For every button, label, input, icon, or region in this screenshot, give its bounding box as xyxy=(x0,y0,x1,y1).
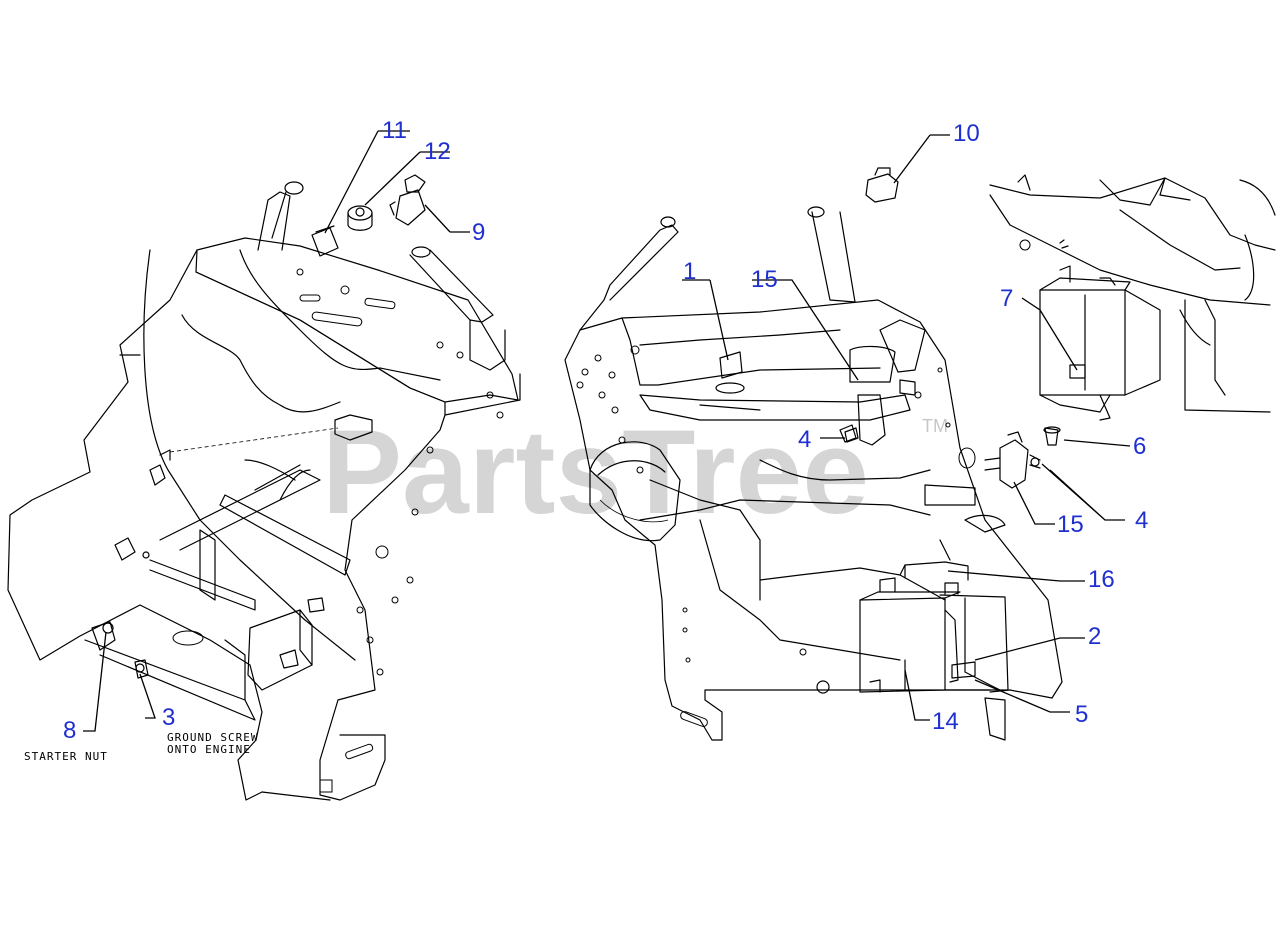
leader-lines xyxy=(83,130,1131,732)
part-11-switch xyxy=(311,227,339,257)
watermark-trademark: TM xyxy=(922,416,948,436)
part-1-switch xyxy=(719,351,743,379)
callout-11: 11 xyxy=(382,117,407,144)
left-frame-assembly xyxy=(7,181,521,801)
callout-14: 14 xyxy=(932,708,959,735)
part-10-switch xyxy=(865,173,899,203)
watermark-text: PartsTree xyxy=(322,405,869,539)
callout-7: 7 xyxy=(1000,285,1013,312)
callout-15-upper: 15 xyxy=(751,266,778,293)
center-frame-assembly xyxy=(564,167,1063,741)
assembly-notes: STARTER NUT GROUND SCREW ONTO ENGINE xyxy=(24,731,258,763)
callout-1: 1 xyxy=(683,258,696,285)
callout-5: 5 xyxy=(1075,701,1088,728)
callout-4-center: 4 xyxy=(798,426,811,453)
callout-4-right: 4 xyxy=(1135,507,1148,534)
note-ground-screw-line2: ONTO ENGINE xyxy=(167,743,251,756)
callout-15-lower: 15 xyxy=(1057,511,1084,538)
callout-6: 6 xyxy=(1133,433,1146,460)
part-15-seat-switch xyxy=(857,394,886,446)
callout-10: 10 xyxy=(953,120,980,147)
callout-12: 12 xyxy=(424,138,451,165)
seat-pan xyxy=(589,441,681,542)
part-6-bolt xyxy=(1044,427,1059,446)
note-starter-nut: STARTER NUT xyxy=(24,750,108,763)
right-side-assembly xyxy=(989,174,1276,446)
part-2-terminal xyxy=(951,661,976,679)
callout-2: 2 xyxy=(1088,623,1101,650)
part-15-switch-right xyxy=(999,439,1029,489)
part-7-tank xyxy=(1039,289,1126,396)
part-9-pto-switch xyxy=(395,189,426,226)
note-ground-screw-line1: GROUND SCREW xyxy=(167,731,258,744)
switch-parts-left xyxy=(311,174,426,257)
part-14-battery xyxy=(859,597,946,693)
callout-8: 8 xyxy=(63,717,76,744)
part-4-small xyxy=(844,427,859,443)
callout-labels: 11 12 9 10 1 15 7 4 6 4 15 16 2 5 14 8 3 xyxy=(63,117,1148,744)
callout-3: 3 xyxy=(162,704,175,731)
callout-16: 16 xyxy=(1088,566,1115,593)
callout-9: 9 xyxy=(472,219,485,246)
